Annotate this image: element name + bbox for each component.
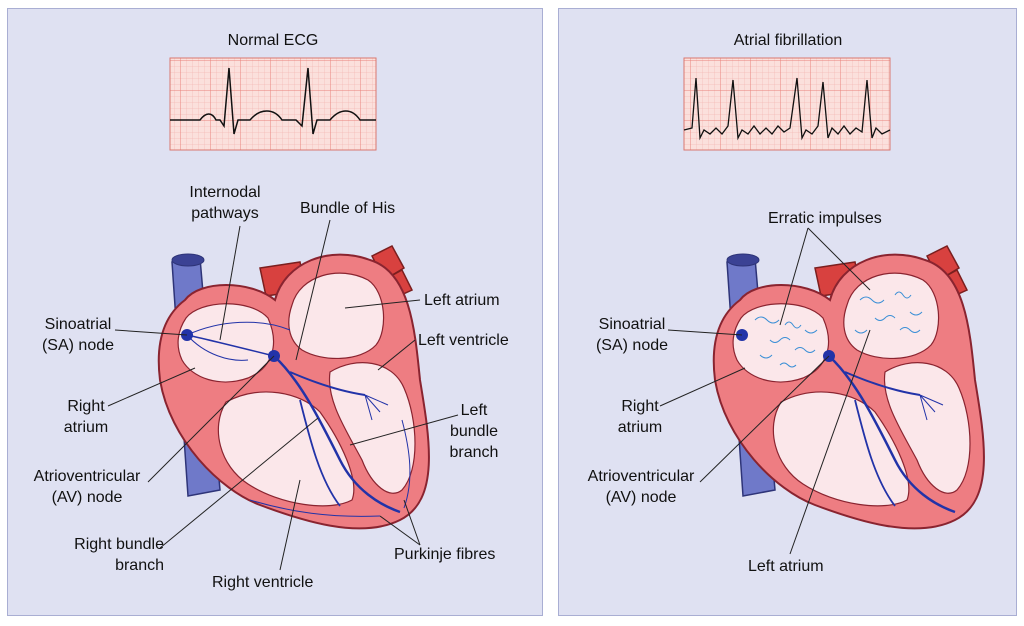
- left-atrium-label: Left atrium: [424, 292, 500, 309]
- af-left-atrium-label: Left atrium: [748, 558, 824, 575]
- af-right-atrium-label: Right atrium: [617, 398, 663, 436]
- purkinje-fibres-label: Purkinje fibres: [394, 546, 496, 563]
- right-bundle-branch-label: Right bundle branch: [74, 536, 164, 574]
- af-sa-node-label: Sinoatrial (SA) node: [595, 316, 669, 354]
- af-heart: [712, 245, 985, 530]
- af-ecg-strip: [683, 57, 891, 151]
- normal-ecg-strip: [169, 57, 377, 151]
- erratic-impulses-marks: [754, 291, 923, 368]
- af-av-node-label: Atrioventricular (AV) node: [587, 468, 695, 506]
- left-ventricle-label: Left ventricle: [418, 332, 509, 349]
- bundle-of-his-label: Bundle of His: [300, 200, 396, 217]
- atrial-fibrillation-title: Atrial fibrillation: [733, 32, 843, 49]
- right-leader-lines: [659, 227, 871, 555]
- right-ventricle-label: Right ventricle: [212, 574, 314, 591]
- av-node-label: Atrioventricular (AV) node: [33, 468, 141, 506]
- left-bundle-branch-label: Left bundle branch: [449, 402, 499, 461]
- internodal-label: Internodal pathways: [189, 184, 261, 222]
- normal-ecg-title: Normal ECG: [227, 32, 319, 49]
- right-atrium-label: Right atrium: [63, 398, 109, 436]
- left-leader-lines: [107, 219, 459, 571]
- normal-heart: [157, 245, 430, 530]
- erratic-impulses-label: Erratic impulses: [768, 210, 882, 227]
- sa-node-label: Sinoatrial (SA) node: [41, 316, 115, 354]
